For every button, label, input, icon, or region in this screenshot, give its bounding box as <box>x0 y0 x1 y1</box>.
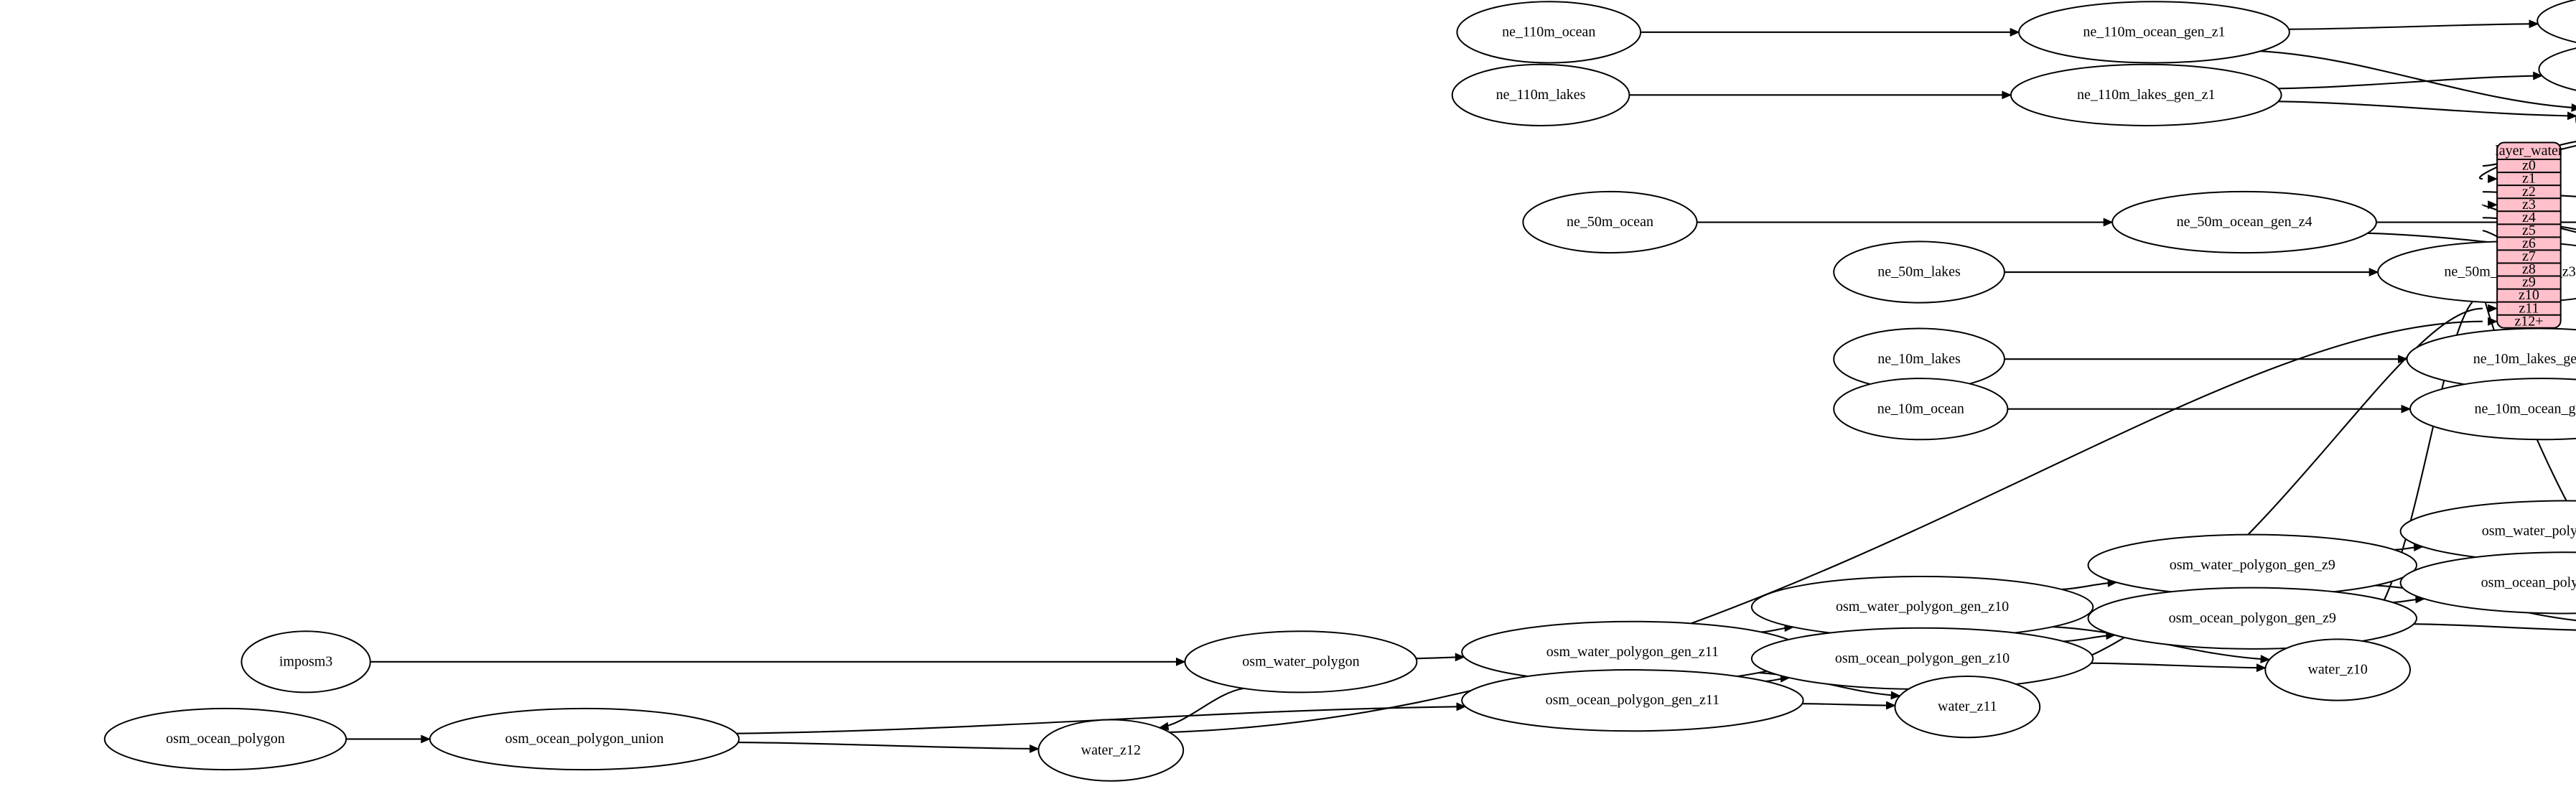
layer-water-row-z7[interactable]: z7 <box>2522 248 2536 264</box>
edge-arrowhead <box>2533 71 2543 80</box>
graph-edge <box>2260 50 2576 109</box>
graph-node-osm_ocean_polygon_gen_z8[interactable] <box>2399 551 2576 615</box>
graph-edge <box>738 742 1039 750</box>
edge-arrowhead <box>2567 111 2576 121</box>
graph-node-label-imposm3: imposm3 <box>279 653 332 669</box>
edge-arrowhead <box>2260 655 2271 663</box>
edge-arrowhead <box>421 734 431 744</box>
layer-water-row-z4[interactable]: z4 <box>2522 210 2536 225</box>
graph-edge <box>1159 687 1244 729</box>
layer-water-row-z8[interactable]: z8 <box>2522 261 2536 277</box>
graph-node-ne_10m_ocean[interactable] <box>1833 378 2009 441</box>
edge-arrowhead <box>2103 218 2114 227</box>
graph-node-label-osm_ocean_polygon_gen_z8: osm_ocean_polygon_gen_z8 <box>2481 575 2576 591</box>
layer-water-row-z3[interactable]: z3 <box>2522 197 2536 213</box>
edge-arrowhead <box>2571 103 2576 112</box>
graph-node-ne_110m_ocean_gen_z1[interactable] <box>2018 1 2290 64</box>
layer-water-row-z5[interactable]: z5 <box>2522 223 2536 238</box>
graph-edge <box>1169 320 2483 734</box>
edge-arrowhead <box>2488 174 2498 184</box>
layer-water-row-z11[interactable]: z11 <box>2519 300 2539 316</box>
graph-node-osm_ocean_polygon[interactable] <box>103 707 347 771</box>
graph-node-label-ne_10m_lakes_gen_z5: ne_10m_lakes_gen_z5 <box>2473 351 2576 367</box>
edge-arrowhead <box>2002 90 2012 100</box>
edge-arrowhead <box>2256 663 2267 673</box>
graph-edge <box>2002 307 2483 681</box>
graph-node-ne_10m_ocean_gen_z5[interactable] <box>2409 378 2576 441</box>
graph-node-label-ne_50m_ocean: ne_50m_ocean <box>1567 214 1653 230</box>
edge-arrowhead <box>1029 744 1040 753</box>
layer-water-row-z0[interactable]: z0 <box>2522 158 2536 174</box>
graph-node-ne_110m_lakes[interactable] <box>1451 63 1630 126</box>
graph-node-label-ne_50m_ocean_gen_z4: ne_50m_ocean_gen_z4 <box>2177 214 2313 230</box>
graph-node-osm_ocean_polygon_union[interactable] <box>429 707 740 771</box>
graph-edge <box>2278 75 2542 90</box>
graph-node-label-ne_110m_lakes_gen_z1: ne_110m_lakes_gen_z1 <box>2077 87 2216 103</box>
graph-node-label-ne_50m_lakes: ne_50m_lakes <box>1877 264 1961 280</box>
edge-arrowhead <box>2529 19 2539 29</box>
graph-node-label-osm_ocean_polygon_gen_z9: osm_ocean_polygon_gen_z9 <box>2169 610 2336 626</box>
layer-water-row-z10[interactable]: z10 <box>2519 287 2539 303</box>
edge-arrowhead <box>2488 200 2498 210</box>
graph-node-osm_ocean_polygon_gen_z9[interactable] <box>2087 587 2417 650</box>
graph-node-label-water_z12: water_z12 <box>1081 742 1141 758</box>
graph-node-ne_110m_ocean_gen_z0[interactable] <box>2537 0 2576 52</box>
graph-node-ne_50m_ocean[interactable] <box>1522 190 1698 254</box>
graph-edge <box>2288 23 2539 30</box>
nodes-layer: ne_110m_ocean ne_110m_ocean_gen_z1 ne_110m… <box>103 0 2576 782</box>
graph-node-label-water_z11: water_z11 <box>1938 699 1997 714</box>
graph-node-ne_50m_ocean_gen_z4[interactable] <box>2111 190 2377 254</box>
graph-node-label-ne_110m_ocean: ne_110m_ocean <box>1502 24 1595 39</box>
layer-water-row-z12plus[interactable]: z12+ <box>2514 313 2543 329</box>
layer-water-table-title: layer_water <box>2495 143 2563 159</box>
graph-node-label-osm_water_polygon: osm_water_polygon <box>1242 653 1359 669</box>
edge-arrowhead <box>2010 27 2020 37</box>
graph-node-ne_110m_ocean[interactable] <box>1456 1 1642 64</box>
graph-node-ne_110m_lakes_gen_z0[interactable] <box>2538 39 2576 100</box>
graph-node-water_z11[interactable] <box>1894 676 2041 739</box>
graph-node-imposm3[interactable] <box>241 630 371 694</box>
edge-arrowhead <box>1456 702 1467 711</box>
graph-node-label-osm_ocean_polygon_union: osm_ocean_polygon_union <box>505 731 663 747</box>
layer-water-row-z1[interactable]: z1 <box>2522 171 2536 187</box>
edge-arrowhead <box>1175 657 1186 666</box>
graph-node-label-ne_110m_ocean_gen_z1: ne_110m_ocean_gen_z1 <box>2083 24 2225 39</box>
layer-water-table: layer_waterz0z1z2z3z4z5z6z7z8z9z10z11z12… <box>2495 141 2563 329</box>
graph-edge <box>2278 101 2576 117</box>
graph-node-ne_110m_lakes_gen_z1[interactable] <box>2010 63 2282 126</box>
edge-arrowhead <box>1890 691 1901 700</box>
graph-edge <box>2091 662 2266 669</box>
graph-node-label-ne_110m_lakes: ne_110m_lakes <box>1496 87 1586 103</box>
graph-node-label-ne_10m_lakes: ne_10m_lakes <box>1877 351 1961 367</box>
graph-node-ne_50m_lakes[interactable] <box>1833 241 2005 304</box>
graph-node-label-water_z10: water_z10 <box>2307 662 2367 678</box>
graph-node-label-osm_water_polygon_gen_z11: osm_water_polygon_gen_z11 <box>1546 644 1719 660</box>
graph-node-label-ne_10m_ocean_gen_z5: ne_10m_ocean_gen_z5 <box>2474 401 2576 416</box>
edge-arrowhead <box>2488 304 2498 313</box>
graph-node-label-osm_ocean_polygon: osm_ocean_polygon <box>166 731 285 747</box>
graph-node-label-osm_water_polygon_gen_z10: osm_water_polygon_gen_z10 <box>1836 599 2009 615</box>
graph-node-label-ne_10m_ocean: ne_10m_ocean <box>1877 401 1964 416</box>
layer-water-row-z2[interactable]: z2 <box>2522 184 2536 200</box>
graph-edge <box>2413 623 2576 631</box>
graph-node-water_z12[interactable] <box>1037 719 1185 782</box>
graph-edge <box>1802 703 1895 706</box>
edge-arrowhead <box>1885 701 1896 710</box>
edge-arrowhead <box>1455 653 1465 662</box>
graph-node-label-osm_ocean_polygon_gen_z11: osm_ocean_polygon_gen_z11 <box>1546 692 1720 708</box>
layer-water-table-body <box>2496 141 2562 329</box>
graph-node-label-osm_ocean_polygon_gen_z10: osm_ocean_polygon_gen_z10 <box>1835 650 2010 666</box>
layer-water-row-z9[interactable]: z9 <box>2522 274 2536 290</box>
layer-water-row-z6[interactable]: z6 <box>2522 235 2536 251</box>
graph-node-water_z10[interactable] <box>2264 638 2412 701</box>
edge-arrowhead <box>2488 317 2498 326</box>
graph-node-osm_ocean_polygon_gen_z11[interactable] <box>1461 669 1804 732</box>
edge-arrowhead <box>2401 404 2412 414</box>
graph-node-label-osm_water_polygon_gen_z9: osm_water_polygon_gen_z9 <box>2170 557 2335 573</box>
graph-node-label-osm_water_polygon_gen_z8: osm_water_polygon_gen_z8 <box>2482 523 2576 539</box>
edge-arrowhead <box>2369 268 2379 277</box>
graph-node-osm_water_polygon[interactable] <box>1184 630 1418 694</box>
